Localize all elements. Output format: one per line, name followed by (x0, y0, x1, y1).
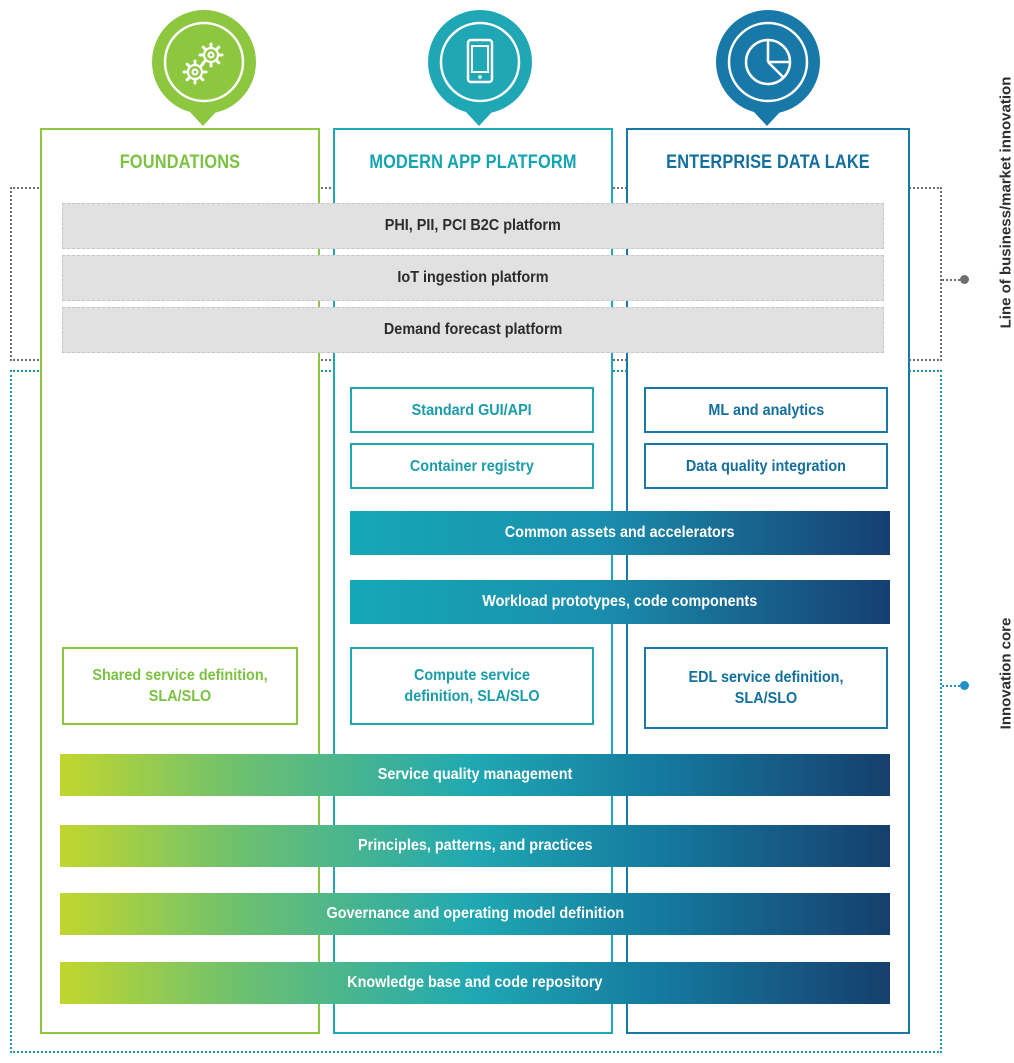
edl-service-definition-box: EDL service definition, SLA/SLO (644, 647, 888, 729)
foundations-pin (152, 10, 256, 114)
bar-label: Principles, patterns, and practices (357, 837, 593, 854)
platform-label: IoT ingestion platform (397, 269, 549, 286)
line-of-business-dot (960, 275, 969, 284)
workload-prototypes-bar: Workload prototypes, code components (350, 580, 890, 624)
line-of-business-connector (942, 279, 960, 281)
modern-app-pin (428, 10, 532, 114)
standard-gui-api-box: Standard GUI/API (350, 387, 594, 433)
innovation-core-connector (942, 685, 960, 687)
platform-bar-demand-forecast: Demand forecast platform (62, 307, 884, 353)
data-quality-integration-box: Data quality integration (644, 443, 888, 489)
bar-label: Common assets and accelerators (505, 524, 735, 541)
ml-analytics-box: ML and analytics (644, 387, 888, 433)
principles-patterns-practices-bar: Principles, patterns, and practices (60, 825, 890, 867)
line-of-business-label: Line of business/market innovation (997, 76, 1014, 329)
platform-label: Demand forecast platform (383, 321, 563, 338)
box-label: Standard GUI/API (411, 401, 533, 419)
modern-app-platform-title: MODERN APP PLATFORM (369, 152, 577, 173)
common-assets-bar: Common assets and accelerators (350, 511, 890, 555)
knowledge-base-code-repository-bar: Knowledge base and code repository (60, 962, 890, 1004)
box-label: Data quality integration (685, 457, 847, 475)
modern-app-pin-tail (466, 112, 492, 126)
platform-label: PHI, PII, PCI B2C platform (384, 217, 562, 234)
pie-chart-icon (727, 21, 809, 103)
service-quality-management-bar: Service quality management (60, 754, 890, 796)
innovation-core-dot (960, 681, 969, 690)
innovation-core-label: Innovation core (997, 617, 1014, 730)
governance-operating-model-bar: Governance and operating model definitio… (60, 893, 890, 935)
compute-service-definition-box: Compute service definition, SLA/SLO (350, 647, 594, 725)
bar-label: Workload prototypes, code components (482, 593, 758, 610)
platform-bar-iot: IoT ingestion platform (62, 255, 884, 301)
gears-icon (163, 21, 245, 103)
box-label: Container registry (409, 457, 535, 475)
bar-label: Governance and operating model definitio… (326, 905, 624, 922)
bar-label: Knowledge base and code repository (347, 974, 603, 991)
shared-service-definition-box: Shared service definition, SLA/SLO (62, 647, 298, 725)
box-label: ML and analytics (708, 401, 824, 419)
foundations-pin-tail (190, 112, 216, 126)
box-label: EDL service definition, SLA/SLO (688, 669, 844, 707)
bar-label: Service quality management (377, 766, 573, 783)
platform-bar-phi-pii-pci: PHI, PII, PCI B2C platform (62, 203, 884, 249)
foundations-title: FOUNDATIONS (119, 152, 241, 173)
edl-pin-tail (754, 112, 780, 126)
mobile-phone-icon (439, 21, 521, 103)
edl-pin (716, 10, 820, 114)
box-label: Shared service definition, SLA/SLO (92, 667, 268, 705)
enterprise-data-lake-title: ENTERPRISE DATA LAKE (666, 152, 870, 173)
box-label: Compute service definition, SLA/SLO (404, 667, 540, 705)
container-registry-box: Container registry (350, 443, 594, 489)
